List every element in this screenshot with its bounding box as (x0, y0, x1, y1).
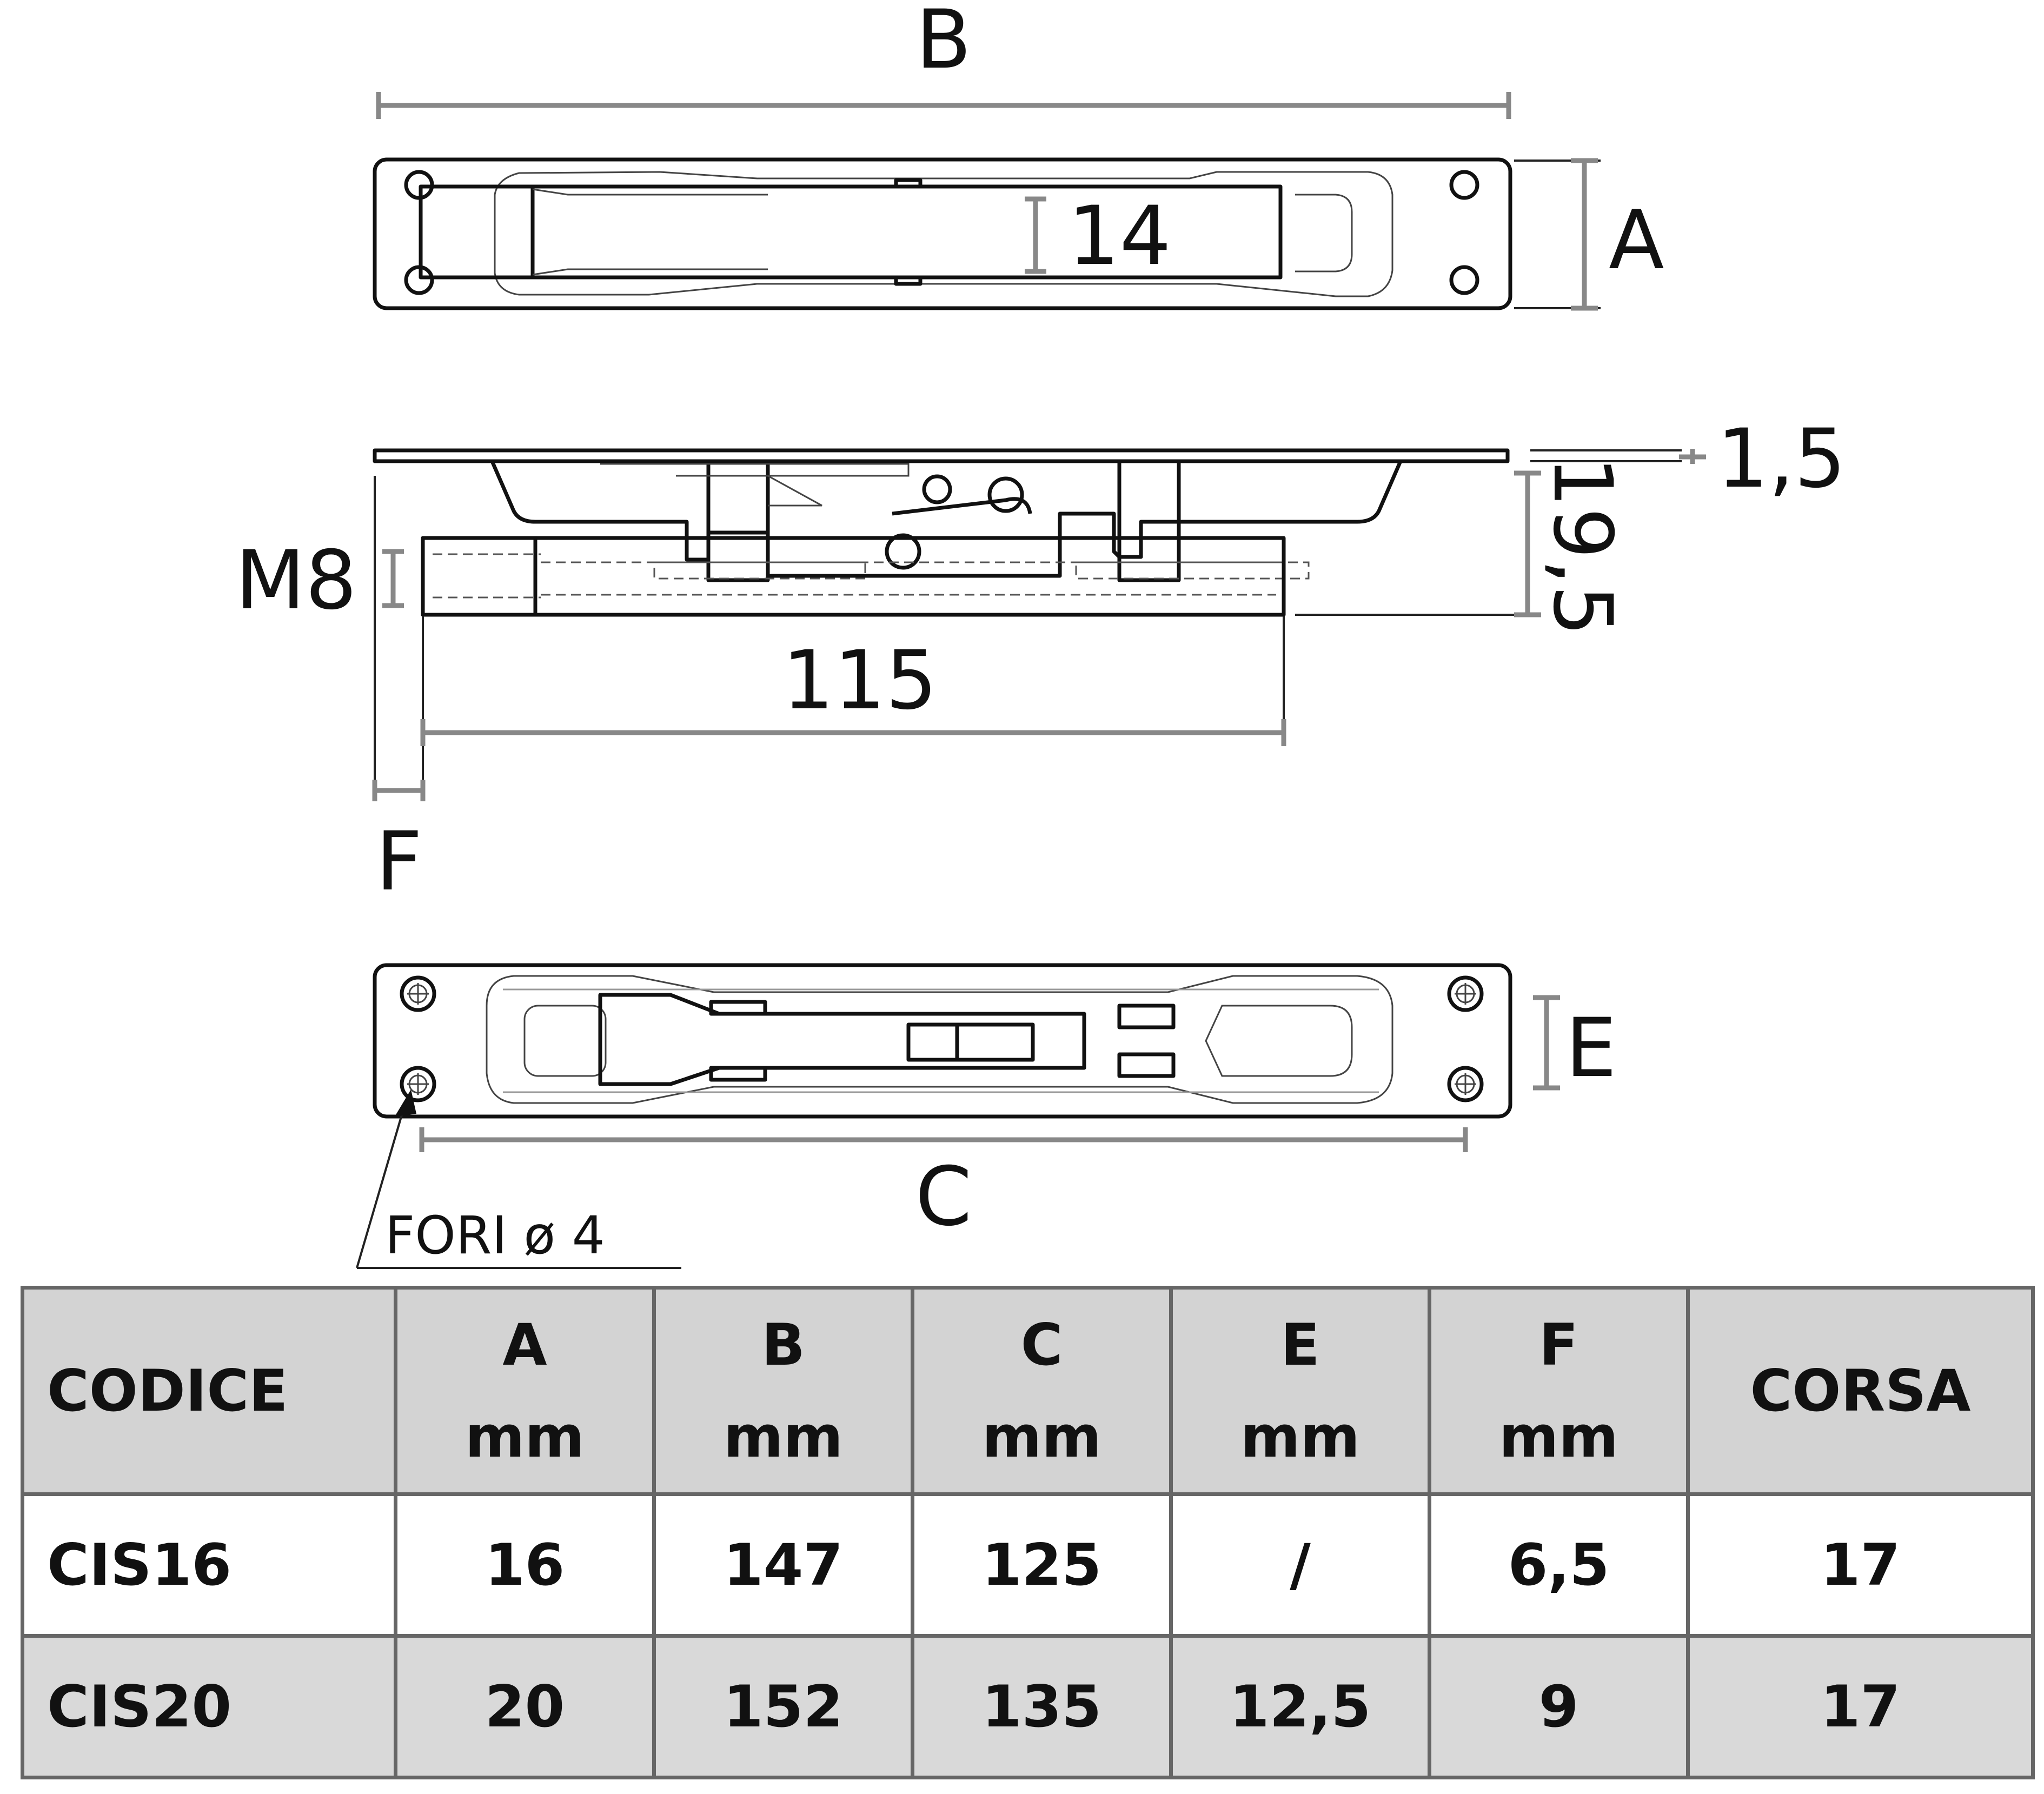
cell-corsa: 17 (1686, 1634, 2035, 1779)
dimension-115-label: 115 (782, 634, 937, 728)
screw-hole (400, 975, 436, 1012)
dimension-m8-label: M8 (235, 534, 357, 628)
header-corsa: CORSA (1686, 1286, 2035, 1496)
bolt-bar (419, 184, 1283, 280)
header-codice: CODICE (21, 1286, 397, 1496)
screw-hole (400, 1066, 436, 1102)
front-view: E C FORI ø 4 (356, 963, 1617, 1269)
screw-hole (1447, 1066, 1484, 1102)
dimension-f-label: F (376, 815, 422, 909)
cell-c: 135 (911, 1634, 1173, 1779)
holes-label: FORI ø 4 (385, 1205, 605, 1266)
dimension-19-5-label: 19,5 (1535, 456, 1629, 636)
side-plate (373, 448, 1510, 463)
cell-f: 6,5 (1428, 1492, 1690, 1638)
side-view: M8 115 F 1,5 19,5 (235, 412, 1846, 909)
screw-hole (1447, 975, 1484, 1012)
mounting-hole (1449, 170, 1479, 200)
cell-a: 16 (394, 1492, 656, 1638)
front-bolt (598, 993, 1086, 1086)
cell-f: 9 (1428, 1634, 1690, 1779)
front-plate (373, 963, 1512, 1119)
mounting-hole (1449, 265, 1479, 295)
top-plate (373, 157, 1512, 310)
table-row: CIS16 16 147 125 / 6,5 17 (21, 1492, 2035, 1638)
dimension-14-label: 14 (1068, 189, 1171, 283)
top-view: B 14 A (373, 0, 1664, 311)
cell-corsa: 17 (1686, 1492, 2035, 1638)
dimension-c-label: C (915, 1150, 972, 1244)
dimension-a-label: A (1609, 194, 1664, 288)
cell-e: / (1169, 1492, 1431, 1638)
technical-drawing: B 14 A (235, 0, 1846, 1269)
dimension-1-5-label: 1,5 (1717, 412, 1846, 506)
dimension-e-label: E (1565, 1001, 1617, 1095)
cell-codice: CIS16 (21, 1492, 397, 1638)
leader-arrow (395, 1089, 416, 1117)
cell-b: 152 (652, 1634, 914, 1779)
cell-a: 20 (394, 1634, 656, 1779)
cell-e: 12,5 (1169, 1634, 1431, 1779)
cell-codice: CIS20 (21, 1634, 397, 1779)
cell-c: 125 (911, 1492, 1173, 1638)
dimension-b-label: B (916, 0, 972, 87)
cell-b: 147 (652, 1492, 914, 1638)
table-row: CIS20 20 152 135 12,5 9 17 (21, 1634, 2035, 1779)
